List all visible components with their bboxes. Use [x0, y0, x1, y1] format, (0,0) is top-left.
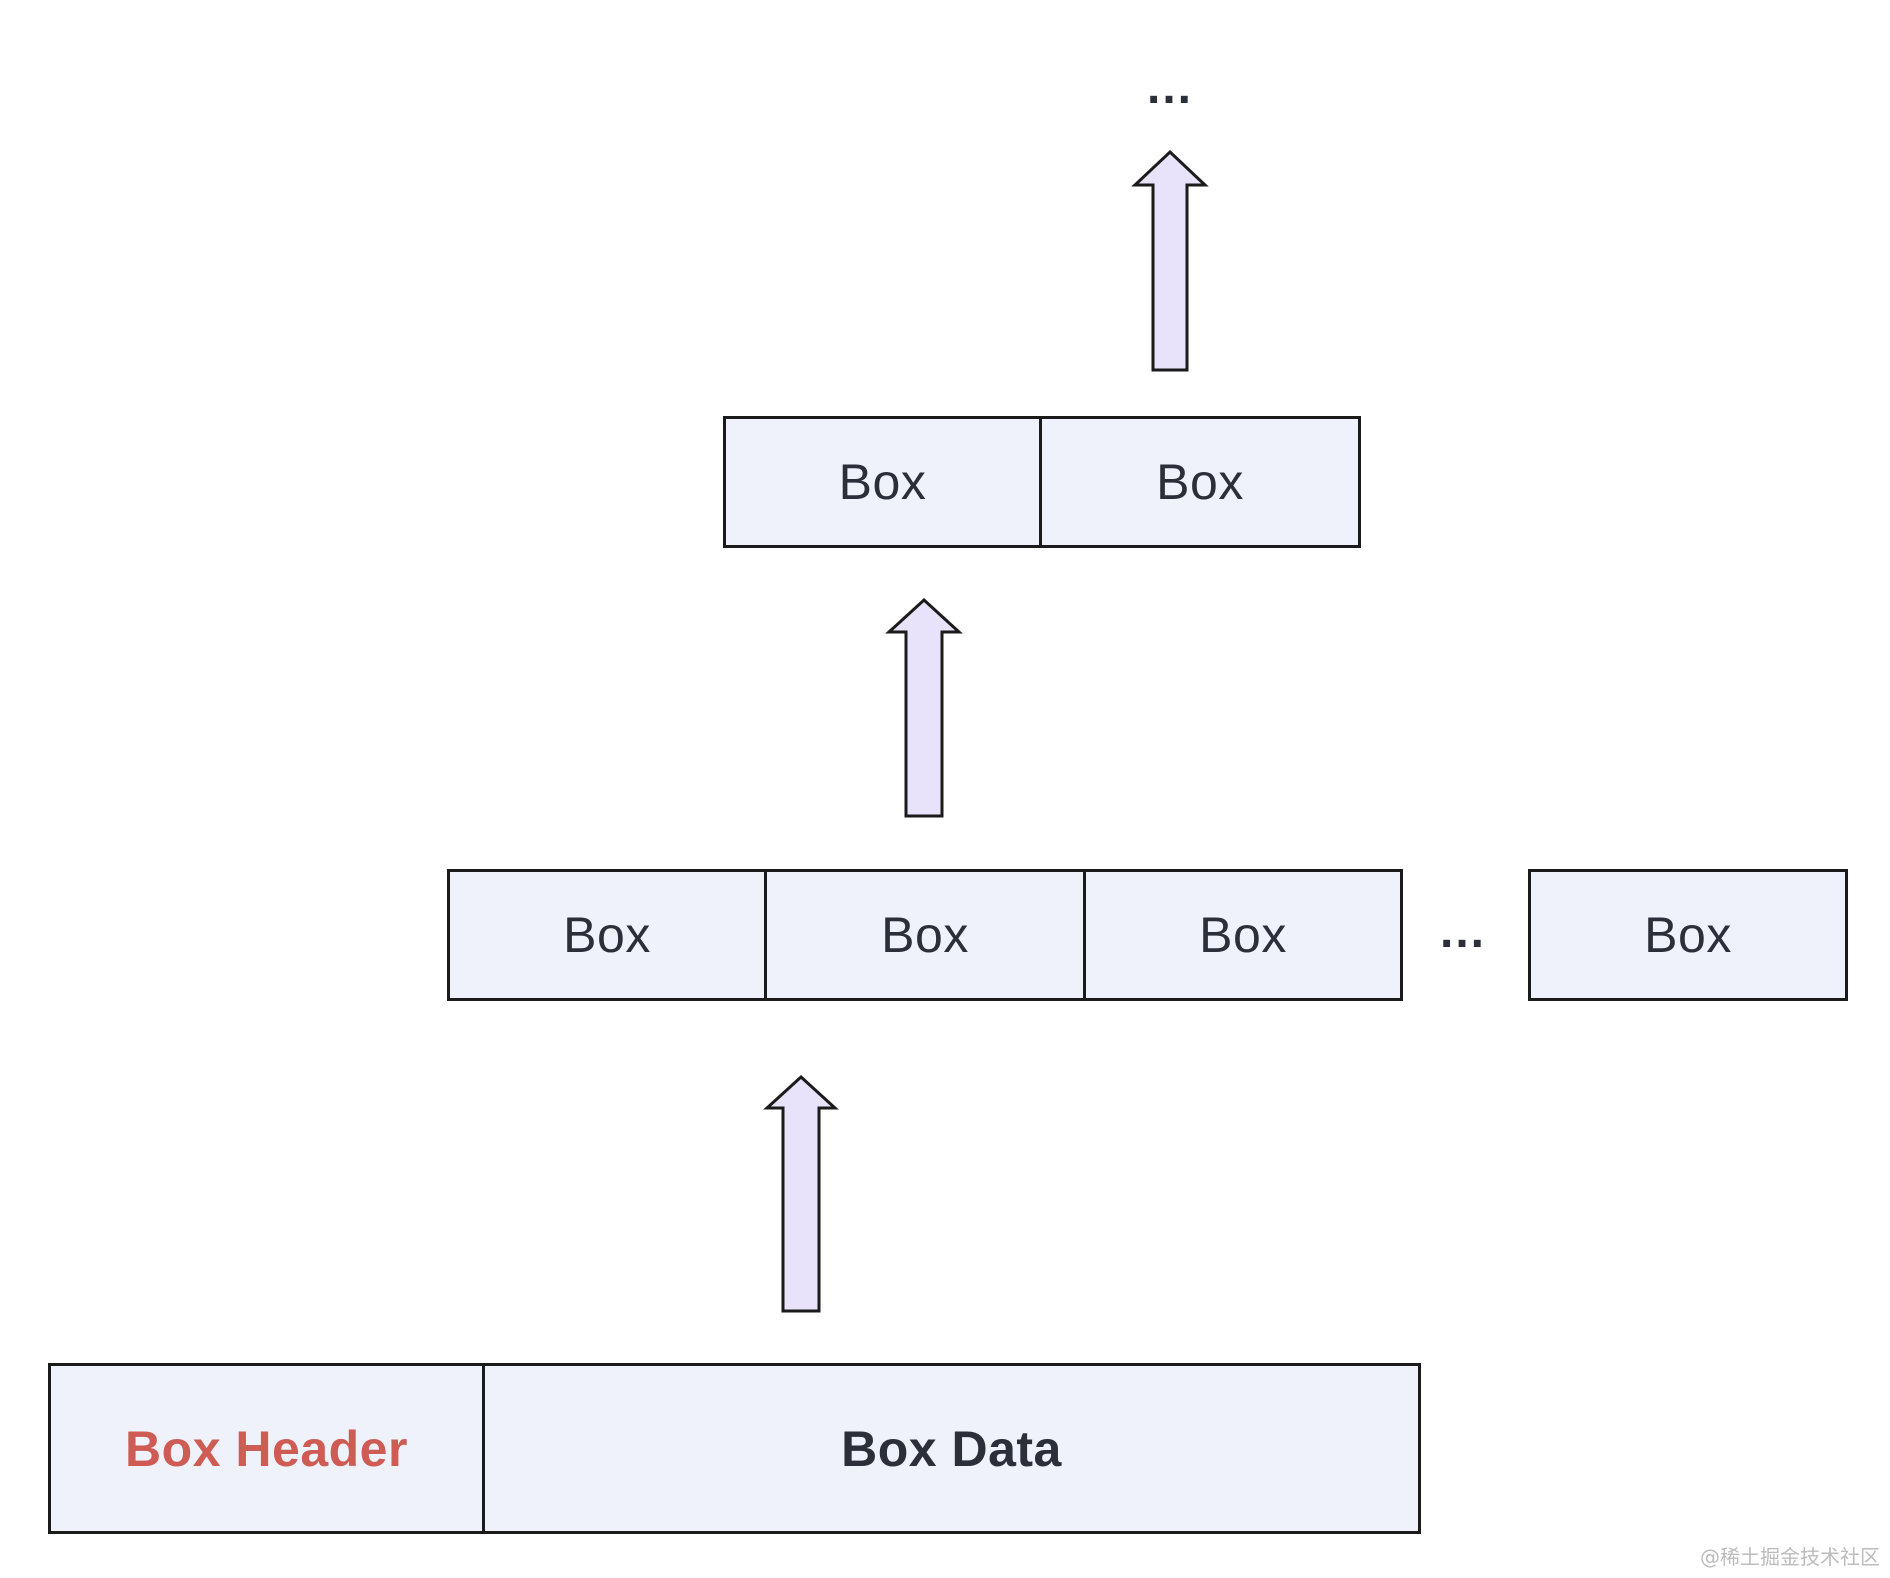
middle-box-1: Box	[447, 869, 767, 1001]
box-data-cell: Box Data	[482, 1363, 1421, 1534]
middle-box-1-label: Box	[563, 907, 651, 963]
middle-ellipsis: ...	[1440, 905, 1487, 958]
top-ellipsis: ...	[1147, 61, 1194, 114]
top-box-2-label: Box	[1156, 454, 1244, 510]
middle-box-2-label: Box	[881, 907, 969, 963]
box-header-cell: Box Header	[48, 1363, 485, 1534]
top-box-2: Box	[1039, 416, 1361, 548]
middle-box-last-label: Box	[1644, 907, 1732, 963]
top-box-1-label: Box	[838, 454, 927, 510]
watermark: @稀土掘金技术社区	[1700, 1545, 1880, 1569]
middle-box-last: Box	[1528, 869, 1848, 1001]
up-arrow-middle	[885, 597, 963, 818]
up-arrow-bottom	[763, 1074, 839, 1313]
box-header-label: Box Header	[125, 1420, 408, 1477]
middle-box-2: Box	[764, 869, 1086, 1001]
box-data-label: Box Data	[841, 1420, 1062, 1477]
middle-box-3: Box	[1083, 869, 1403, 1001]
middle-box-3-label: Box	[1199, 907, 1287, 963]
up-arrow-top	[1131, 149, 1209, 372]
top-box-1: Box	[723, 416, 1042, 548]
